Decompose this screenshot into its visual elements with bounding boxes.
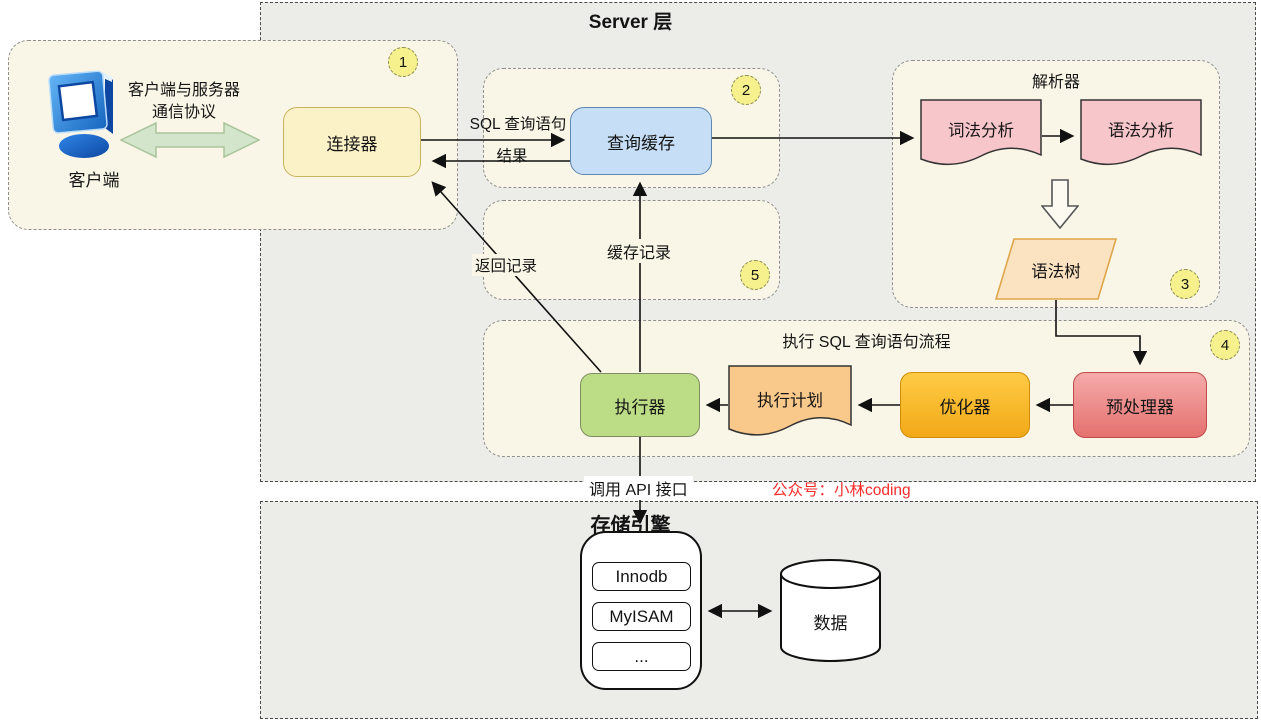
monitor-icon	[46, 66, 126, 171]
engine-container: Innodb MyISAM ...	[580, 531, 702, 690]
engine-item-myisam: MyISAM	[592, 602, 691, 631]
preprocessor-node: 预处理器	[1073, 372, 1207, 438]
executor-node: 执行器	[580, 373, 700, 437]
execution-plan-doc: 执行计划	[728, 365, 852, 449]
bidirectional-arrow-icon	[119, 121, 261, 164]
execution-plan-label: 执行计划	[757, 392, 823, 410]
step-badge-4: 4	[1210, 330, 1240, 360]
down-arrow-icon	[1040, 179, 1080, 234]
query-cache-node: 查询缓存	[570, 107, 712, 175]
protocol-line-1: 客户端与服务器	[127, 82, 240, 99]
edge-label-return-records: 返回记录	[472, 254, 541, 276]
server-layer-title: Server 层	[588, 12, 673, 33]
optimizer-node: 优化器	[900, 372, 1030, 438]
client-label: 客户端	[68, 171, 120, 190]
engine-item-innodb: Innodb	[592, 562, 691, 591]
edge-label-sql-query: SQL 查询语句	[469, 116, 567, 133]
edge-label-call-api: 调用 API 接口	[584, 476, 693, 500]
lexical-analysis-doc: 词法分析	[920, 99, 1042, 179]
execute-flow-title: 执行 SQL 查询语句流程	[782, 334, 951, 351]
syntax-analysis-doc: 语法分析	[1080, 99, 1202, 179]
syntax-tree-label: 语法树	[1031, 263, 1081, 281]
protocol-label: 客户端与服务器 通信协议	[116, 80, 252, 124]
step-badge-2: 2	[731, 75, 761, 105]
parser-title: 解析器	[1031, 74, 1080, 91]
lexical-analysis-label: 词法分析	[948, 122, 1014, 140]
engine-item-more: ...	[592, 642, 691, 671]
data-label: 数据	[813, 614, 848, 633]
watermark-text: 公众号：小林coding	[772, 482, 911, 499]
protocol-line-2: 通信协议	[151, 104, 216, 121]
syntax-analysis-label: 语法分析	[1108, 122, 1174, 140]
connector-node: 连接器	[283, 107, 421, 177]
step-badge-1: 1	[388, 47, 418, 77]
syntax-tree-node: 语法树	[994, 238, 1118, 300]
step-badge-3: 3	[1170, 269, 1200, 299]
cache-record-label: 缓存记录	[603, 239, 676, 263]
step-badge-5: 5	[740, 260, 770, 290]
data-cylinder: 数据	[779, 557, 882, 670]
edge-label-result: 结果	[496, 148, 528, 165]
